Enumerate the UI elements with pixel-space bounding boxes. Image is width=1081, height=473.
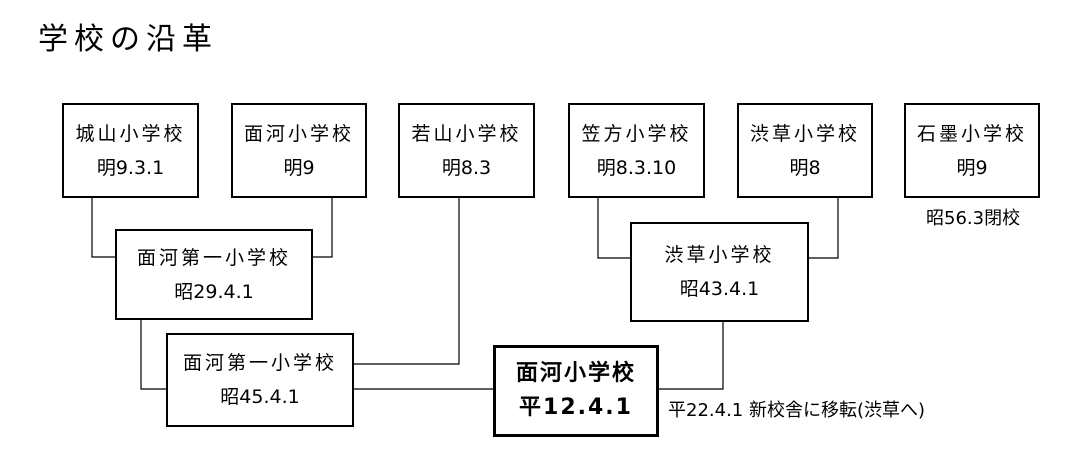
school-date: 昭29.4.1 bbox=[174, 280, 254, 303]
box-kasakata-school: 笠方小学校 明8.3.10 bbox=[568, 103, 705, 198]
school-name: 面河小学校 bbox=[515, 361, 636, 386]
school-name: 笠方小学校 bbox=[581, 122, 692, 145]
box-omogo-daiichi-1954: 面河第一小学校 昭29.4.1 bbox=[115, 229, 313, 320]
box-ishizumi-school: 石墨小学校 明9 bbox=[904, 103, 1040, 198]
school-date: 明9.3.1 bbox=[96, 156, 165, 179]
box-shibukusa-school-original: 渋草小学校 明8 bbox=[737, 103, 873, 198]
school-date: 昭43.4.1 bbox=[679, 278, 760, 300]
school-date: 明8.3.10 bbox=[596, 156, 677, 179]
box-shibukusa-school-1968: 渋草小学校 昭43.4.1 bbox=[630, 222, 809, 322]
school-date: 明8 bbox=[789, 156, 821, 179]
school-name: 石墨小学校 bbox=[916, 122, 1027, 145]
school-date: 明9 bbox=[283, 156, 315, 179]
ishizumi-closure-note: 昭56.3閉校 bbox=[926, 208, 1021, 229]
line-daiichi-a-to-daiichi-b bbox=[140, 319, 167, 390]
box-omogo-daiichi-1970: 面河第一小学校 昭45.4.1 bbox=[166, 333, 354, 427]
school-name: 城山小学校 bbox=[75, 122, 186, 145]
school-date: 明9 bbox=[956, 156, 988, 179]
box-shiroyama-school: 城山小学校 明9.3.1 bbox=[62, 103, 199, 198]
line-shiroyama-to-daiichi-a bbox=[91, 197, 116, 258]
school-name: 面河小学校 bbox=[243, 122, 354, 145]
school-name: 面河第一小学校 bbox=[136, 246, 291, 269]
school-date: 平12.4.1 bbox=[519, 395, 633, 420]
line-kasakata-to-shibukusa-b bbox=[597, 197, 631, 259]
relocation-note: 平22.4.1 新校舎に移転(渋草へ) bbox=[668, 400, 926, 421]
line-shibukusa-b-to-final bbox=[658, 321, 724, 390]
line-wakayama-to-daiichi-b bbox=[353, 197, 460, 365]
line-shibukusa-a-to-shibukusa-b bbox=[808, 197, 839, 259]
page-title: 学校の沿革 bbox=[38, 22, 218, 57]
school-name: 渋草小学校 bbox=[664, 244, 775, 266]
box-omogo-school-original: 面河小学校 明9 bbox=[231, 103, 367, 198]
school-date: 昭45.4.1 bbox=[220, 386, 300, 408]
school-name: 若山小学校 bbox=[411, 122, 522, 145]
line-omogo-to-daiichi-a bbox=[312, 197, 333, 258]
school-date: 明8.3 bbox=[441, 156, 492, 179]
box-wakayama-school: 若山小学校 明8.3 bbox=[398, 103, 535, 198]
school-name: 渋草小学校 bbox=[749, 122, 860, 145]
box-omogo-school-current: 面河小学校 平12.4.1 bbox=[493, 345, 659, 437]
school-name: 面河第一小学校 bbox=[182, 352, 337, 374]
